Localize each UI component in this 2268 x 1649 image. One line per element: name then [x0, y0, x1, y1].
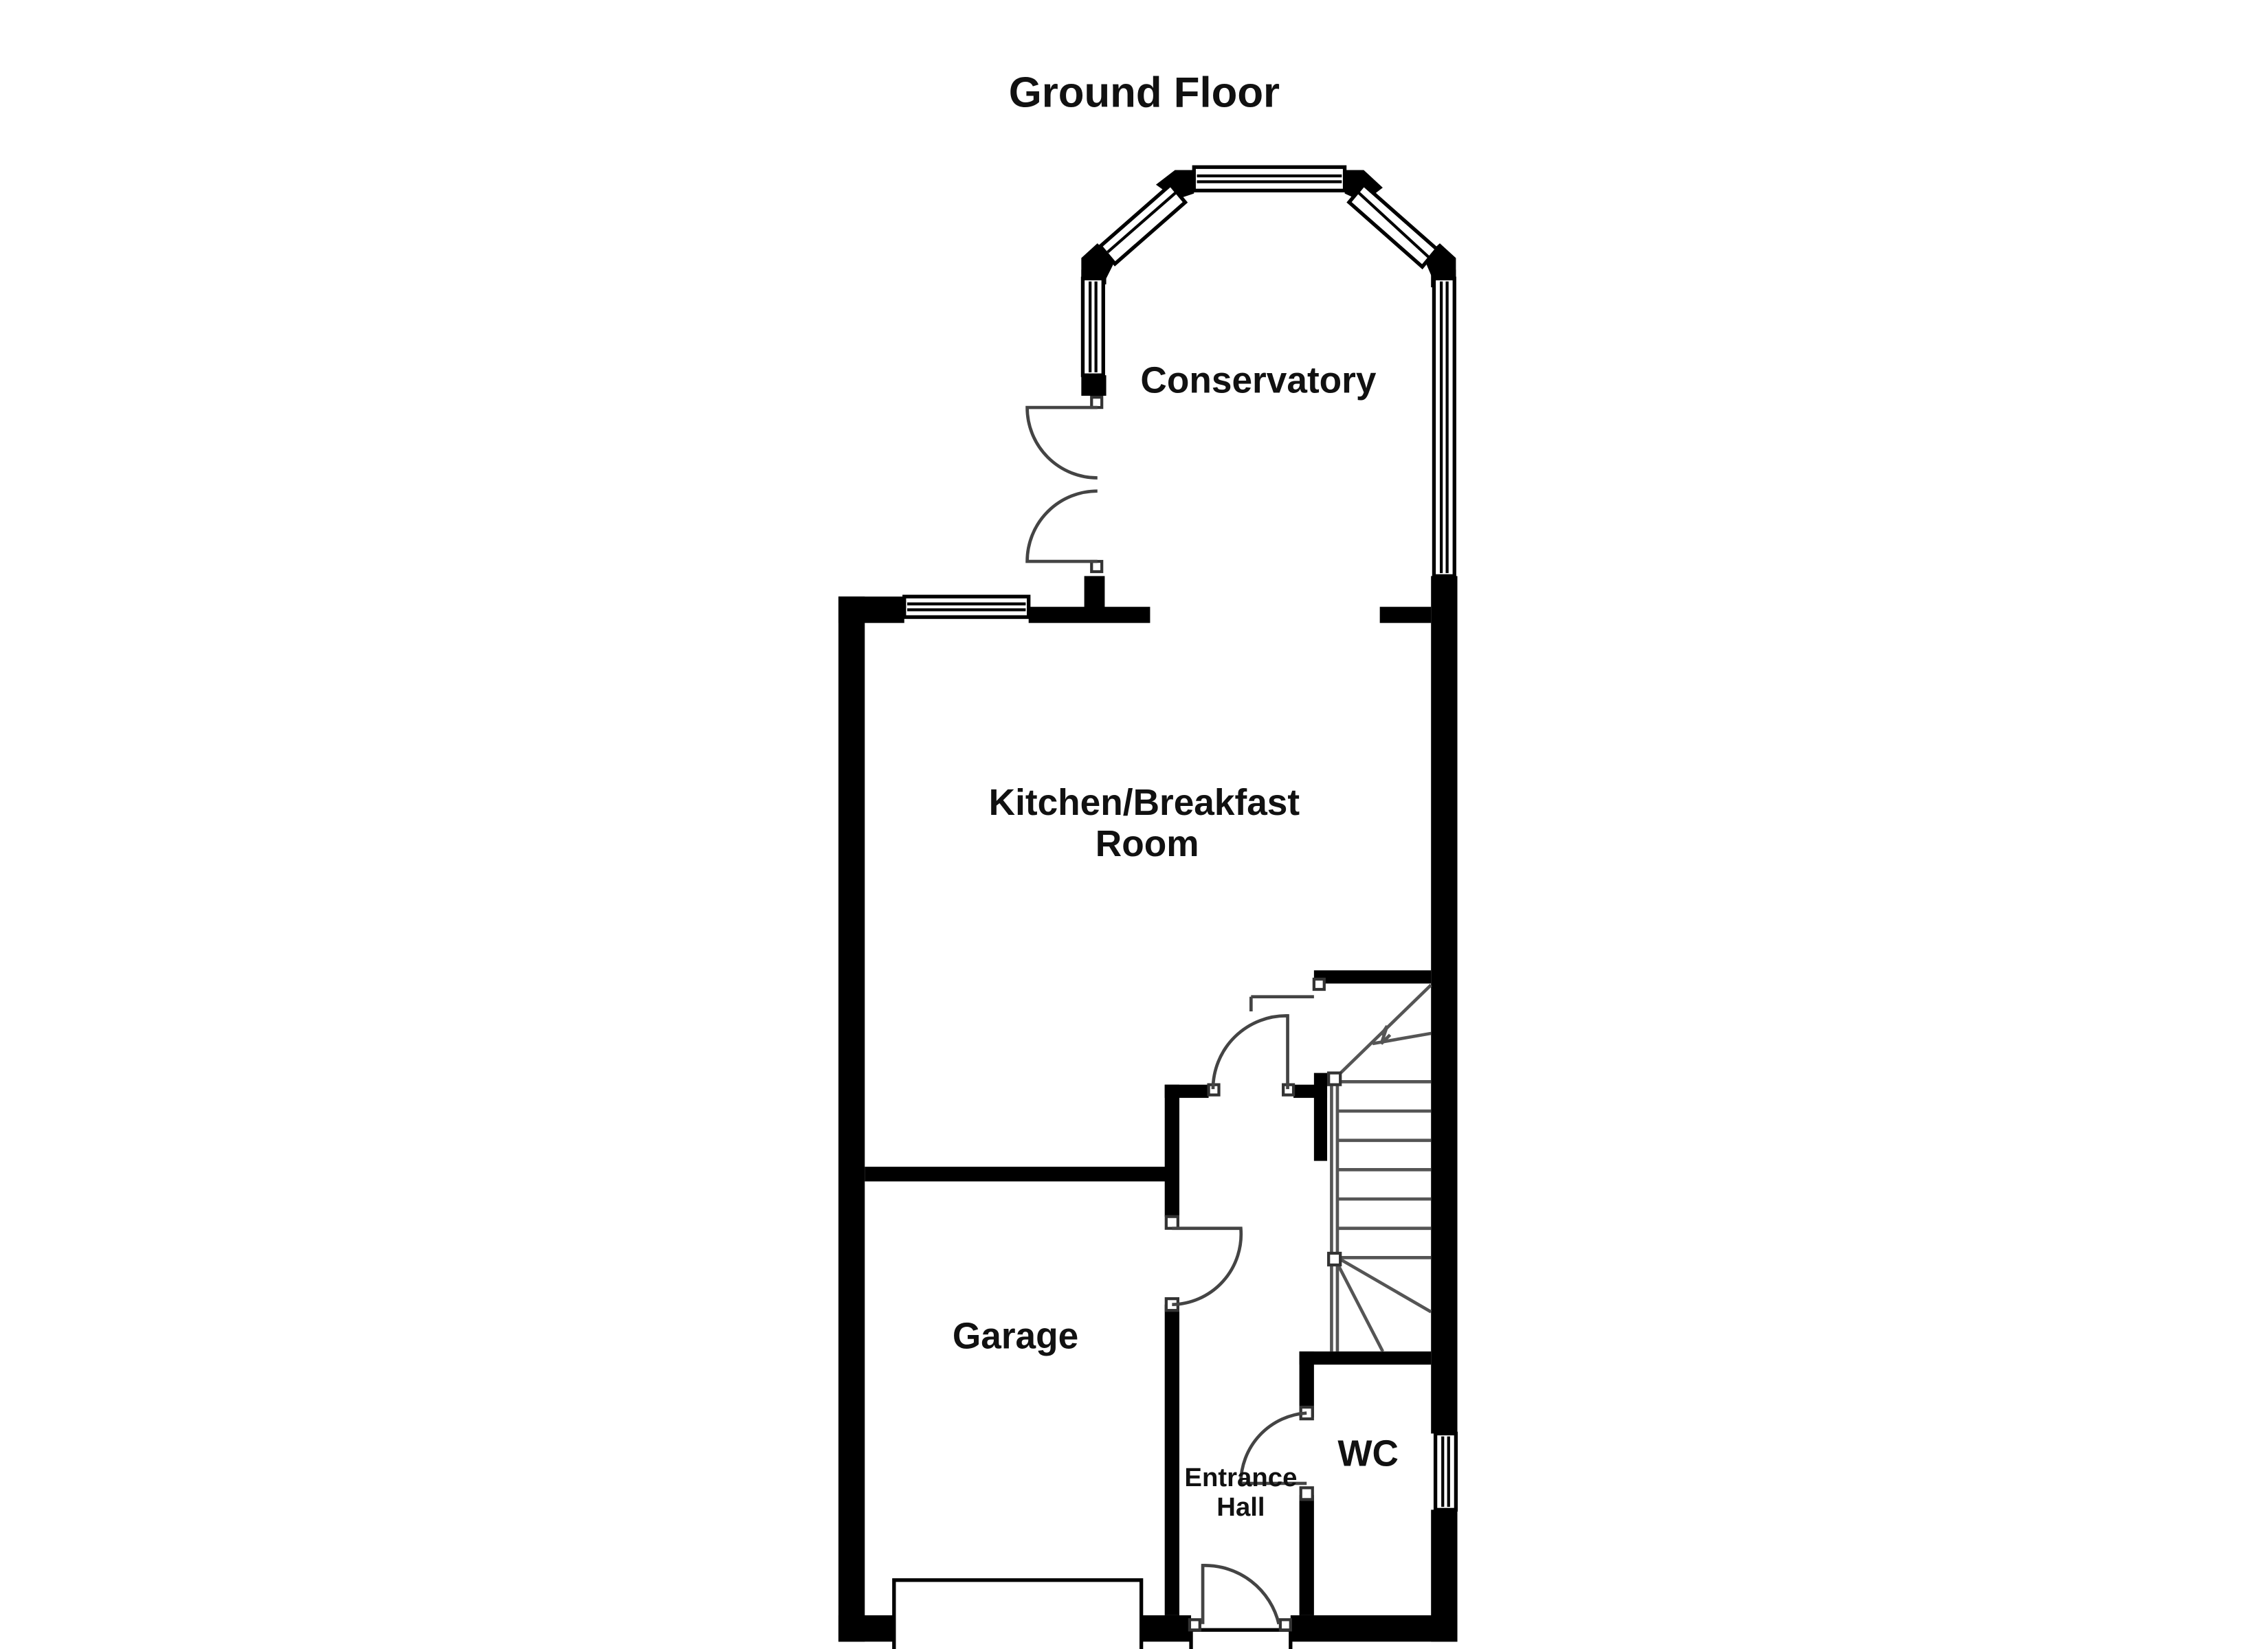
room-labels: Conservatory Kitchen/Breakfast Room Gara… [953, 361, 1399, 1522]
walls [838, 269, 1458, 1642]
doors [1025, 396, 1326, 1632]
room-label-garage: Garage [953, 1316, 1078, 1357]
staircase [1327, 983, 1432, 1353]
room-label-wc: WC [1337, 1433, 1399, 1474]
room-label-entrance-line1: Entrance [1184, 1463, 1297, 1492]
room-label-kitchen-line2: Room [1096, 824, 1199, 864]
floor-title: Ground Floor [1009, 69, 1280, 117]
windows [892, 165, 1458, 1649]
room-label-entrance-line2: Hall [1216, 1492, 1265, 1522]
room-label-kitchen-line1: Kitchen/Breakfast [989, 783, 1300, 823]
room-label-conservatory: Conservatory [1140, 361, 1376, 401]
